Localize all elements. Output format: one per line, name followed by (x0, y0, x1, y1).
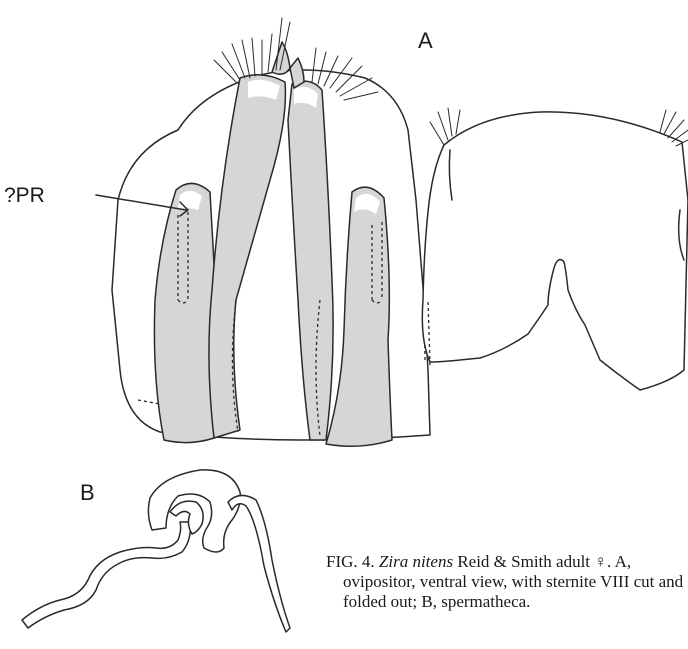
panel-a-label: A (418, 28, 433, 53)
figure-caption: FIG. 4. Zira nitens Reid & Smith adult ♀… (326, 552, 688, 612)
sternite-viii (422, 112, 688, 390)
caption-species: Zira nitens (379, 552, 453, 571)
panel-b-label: B (80, 480, 95, 505)
spermatheca-gland-duct (228, 495, 290, 632)
callout-label: ?PR (4, 184, 45, 207)
spermatheca-drawing (22, 470, 290, 632)
spermatheca-duct (22, 522, 190, 628)
ovipositor-drawing (96, 18, 688, 446)
caption-prefix: FIG. 4. (326, 552, 375, 571)
apical-tip-left (272, 42, 290, 74)
